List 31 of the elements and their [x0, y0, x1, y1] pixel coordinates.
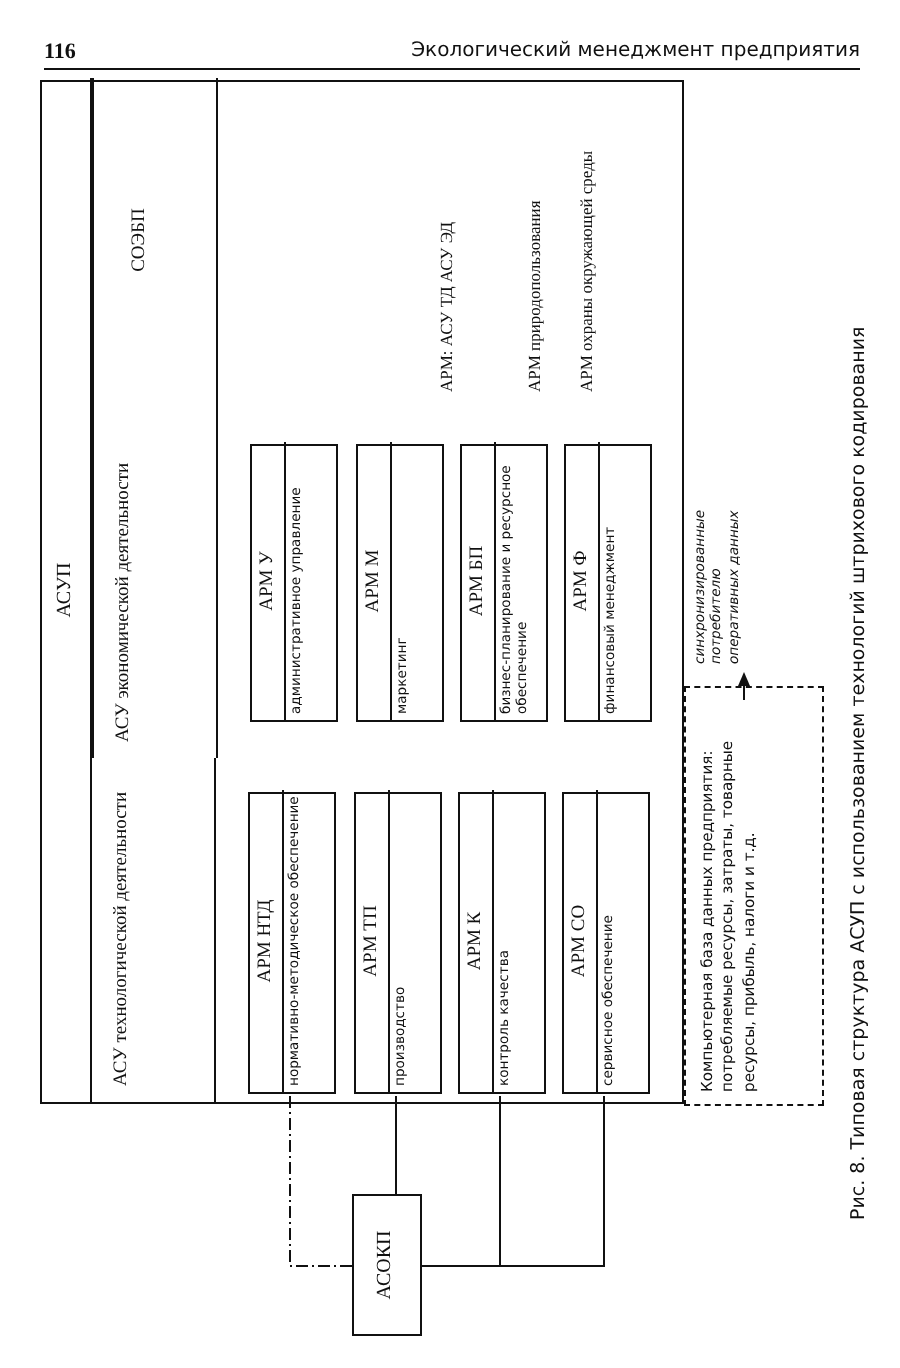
workstation-title: АРМ БП [462, 442, 496, 720]
running-header: Экологический менеджмент предприятия [411, 40, 860, 62]
workstation-title: АРМ НТД [250, 790, 284, 1092]
module-text: АРМ: АСУ ТД АСУ ЭД [438, 219, 458, 392]
workstation-title: АРМ СО [564, 790, 598, 1092]
workstation-title: АРМ М [358, 442, 392, 720]
workstation-box [458, 792, 546, 1094]
system-frame [40, 80, 684, 1104]
connector-line [289, 1095, 353, 1267]
workstation-box [564, 444, 652, 722]
connector-line [421, 1095, 605, 1267]
connector-line [395, 1095, 397, 1195]
process-box: АСОКП [352, 1194, 422, 1336]
workstation-title: АРМ ТП [356, 790, 390, 1092]
workstation-box [248, 792, 336, 1094]
workstation-box [460, 444, 548, 722]
system-title: АСУП [42, 78, 92, 1102]
module-text: АРМ охраны окружающей среды [578, 148, 598, 392]
figure-caption: Рис. 8. Типовая структура АСУП с использованием технологий штрихового кодирования [848, 324, 870, 1220]
module-text: АРМ природопользования [526, 198, 546, 392]
workstation-box [354, 792, 442, 1094]
workstation-title: АРМ Ф [566, 442, 600, 720]
workstation-title: АРМ К [460, 790, 494, 1092]
page-number: 116 [44, 40, 76, 64]
workstation-box [250, 444, 338, 722]
subsystem-title: СОЭБП [94, 78, 218, 402]
workstation-title: АРМ У [252, 442, 286, 720]
subsystem-title: АСУ технологической деятельности [92, 758, 216, 1102]
workstation-box [356, 444, 444, 722]
workstation-box [562, 792, 650, 1094]
subsystem-title: АСУ экономической деятельности [94, 402, 218, 758]
